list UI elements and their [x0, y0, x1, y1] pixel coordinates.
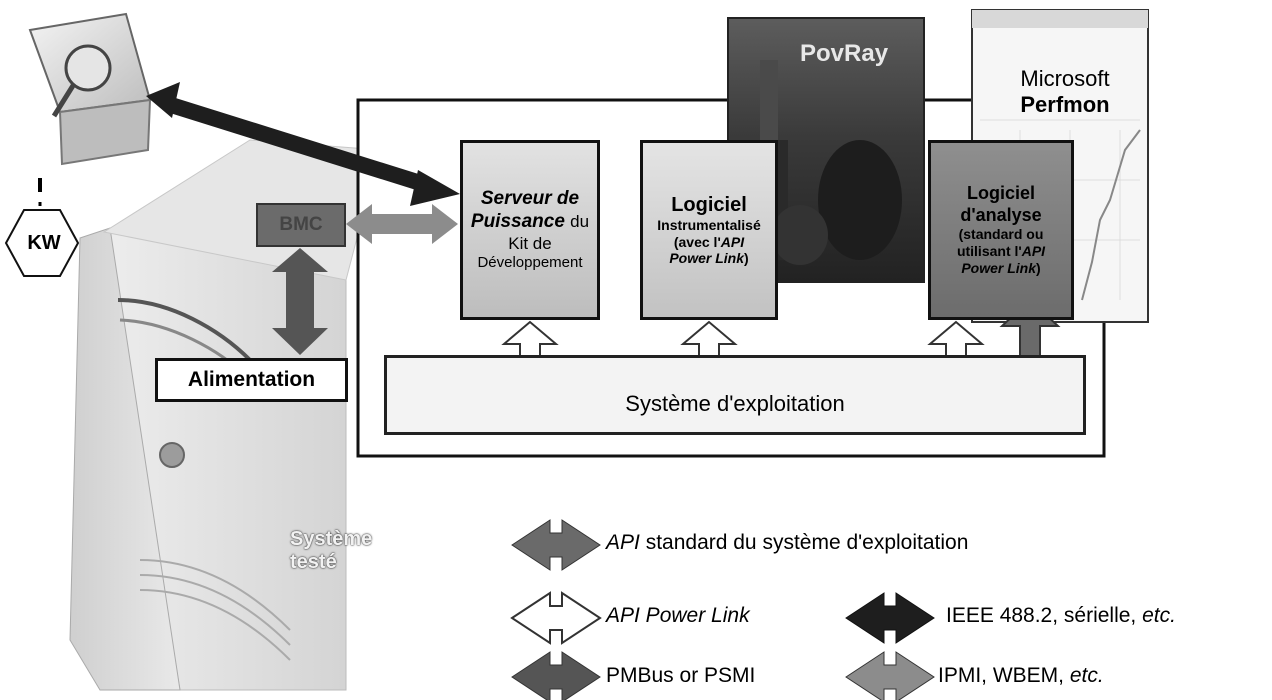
legend-os-api-italic: API	[606, 531, 640, 554]
instrumented-sw-line2: Instrumentalisé	[657, 216, 761, 233]
perfmon-label-line2: Perfmon	[1020, 92, 1110, 118]
kit-server-line4: Kit de	[508, 233, 552, 253]
analysis-software-box: Logiciel d'analyse (standard ou utilisan…	[928, 140, 1074, 320]
instrumented-sw-line4: API	[720, 233, 745, 250]
legend-os-api-text: standard du système d'exploitation	[639, 531, 969, 554]
legend-ieee-italic: etc.	[1142, 604, 1176, 627]
analysis-sw-line4: utilisant l'	[956, 243, 1022, 260]
kit-server-line3: du	[570, 211, 590, 231]
legend-ipmi-italic: etc.	[1069, 664, 1104, 687]
power-supply-box: Alimentation	[155, 358, 348, 402]
legend-ipmi-text: IPMI, WBEM,	[938, 664, 1070, 687]
instrumented-sw-line6: )	[744, 250, 749, 267]
pmbus-link-arrow	[272, 248, 328, 355]
kit-server-line1: Serveur de	[480, 188, 580, 209]
legend-swatch-ieee	[845, 592, 935, 644]
instrumented-sw-line3: (avec l'	[673, 233, 721, 250]
legend-swatch-pmbus	[511, 651, 601, 700]
instrumented-software-box: Logiciel Instrumentalisé (avec l'API Pow…	[640, 140, 778, 320]
power-supply-label: Alimentation	[187, 368, 316, 392]
analysis-sw-line2: d'analyse	[960, 204, 1042, 225]
sut-label-line1: Système	[290, 528, 373, 550]
instrumented-sw-line5: Power Link	[669, 250, 744, 267]
legend-swatch-os-api	[511, 519, 601, 571]
legend-power-link: API Power Link	[606, 604, 750, 627]
kw-label: KW	[27, 232, 61, 254]
analysis-sw-line3: (standard ou	[958, 226, 1044, 243]
system-under-test-label: Système testé	[290, 528, 400, 574]
legend-ieee: IEEE 488.2, sérielle, etc.	[946, 604, 1176, 628]
legend-os-api: API standard du système d'exploitation	[606, 531, 968, 555]
perfmon-label-line1: Microsoft	[1020, 66, 1110, 91]
legend-swatch-ipmi	[845, 651, 935, 700]
bmc-label: BMC	[279, 213, 323, 235]
operating-system-box: Système d'exploitation	[384, 355, 1086, 435]
operating-system-label: Système d'exploitation	[625, 390, 845, 416]
legend-swatch-power-link	[510, 591, 602, 645]
kit-server-box: Serveur de Puissance du Kit de Développe…	[460, 140, 600, 320]
perfmon-label: Microsoft Perfmon	[1005, 66, 1125, 119]
instrumented-sw-line1: Logiciel	[671, 193, 747, 216]
power-meter-icon	[28, 12, 152, 166]
power-button-indicator	[159, 442, 185, 468]
legend-ipmi: IPMI, WBEM, etc.	[938, 664, 1104, 688]
ieee-link-arrow	[146, 82, 460, 206]
analysis-sw-line7: )	[1036, 259, 1041, 276]
analysis-sw-line1: Logiciel	[966, 183, 1035, 204]
legend-ieee-text: IEEE 488.2, sérielle,	[946, 604, 1143, 627]
analysis-sw-line6: Power Link	[961, 259, 1036, 276]
ipmi-link-arrow	[346, 204, 458, 244]
sut-label-line2: testé	[290, 551, 337, 573]
povray-label: PovRay	[800, 40, 889, 67]
kit-server-line2: Puissance	[470, 210, 565, 232]
kit-server-line5: Développement	[477, 253, 583, 271]
analysis-sw-line5: API	[1021, 243, 1046, 260]
kw-hexagon	[4, 209, 80, 277]
bmc-box: BMC	[256, 203, 346, 247]
legend-pmbus: PMBus or PSMI	[606, 664, 756, 687]
